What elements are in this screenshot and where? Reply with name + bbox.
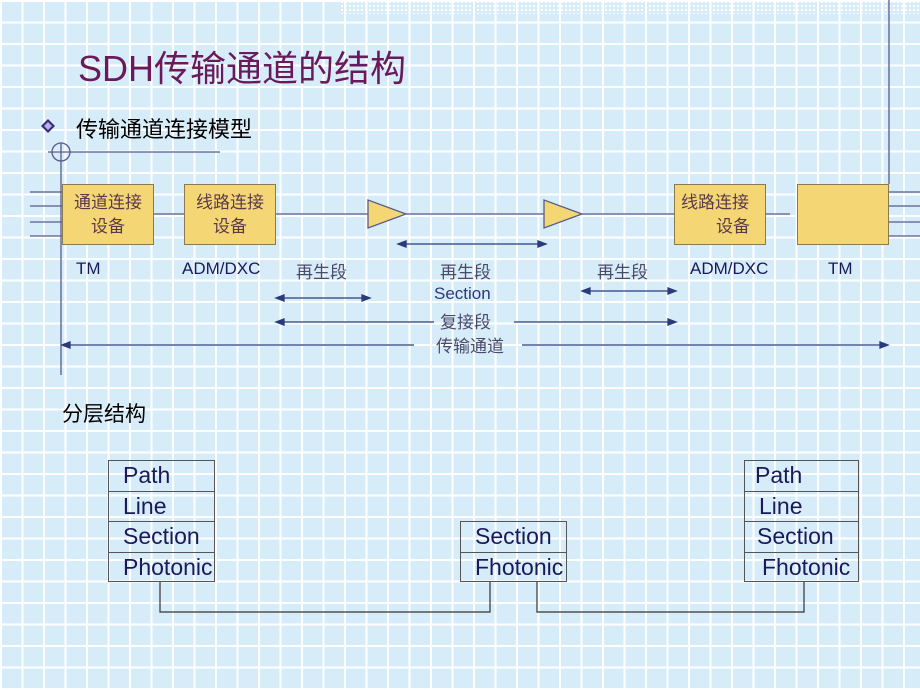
layer-path: Path xyxy=(745,461,858,492)
regen-section-label-left: 再生段 xyxy=(296,263,347,283)
corner-dot-pattern xyxy=(340,0,920,14)
device-label-adm: ADM/DXC xyxy=(182,259,261,278)
section-label: Section xyxy=(434,284,491,303)
layer-section: Section xyxy=(745,522,858,553)
device-line1: 通道连接 xyxy=(74,193,142,213)
device-line1: 线路连接 xyxy=(681,193,749,213)
transmission-path-label: 传输通道 xyxy=(436,337,504,357)
layer-photonic: Photonic xyxy=(123,553,213,580)
device-line2: 设备 xyxy=(213,217,247,237)
layer-stack-left: Path Line Section Photonic xyxy=(108,460,215,582)
device-label-tm: TM xyxy=(76,259,101,278)
layer-structure-heading: 分层结构 xyxy=(62,403,146,426)
device-label-adm-right: ADM/DXC xyxy=(690,259,769,278)
tm-device-box-right xyxy=(797,184,889,245)
layer-section: Section xyxy=(109,522,214,553)
layer-stack-right: Path Line Section Fhotonic xyxy=(744,460,859,582)
layer-path: Path xyxy=(109,461,214,492)
regen-section-label-mid: 再生段 xyxy=(440,263,491,283)
device-line2: 设备 xyxy=(91,217,125,237)
amplifier-2-icon xyxy=(543,199,584,229)
layer-line: Line xyxy=(745,492,858,522)
device-label-tm-right: TM xyxy=(828,259,853,278)
device-line1: 线路连接 xyxy=(196,193,264,213)
multiplex-section-label: 复接段 xyxy=(440,313,491,333)
adm-line-device-box-right: 线路连接 设备 xyxy=(674,184,766,245)
diamond-bullet-icon xyxy=(41,119,55,133)
section-subtitle: 传输通道连接模型 xyxy=(76,117,253,142)
layer-photonic: Fhotonic xyxy=(762,553,851,580)
page-title: SDH传输通道的结构 xyxy=(78,48,407,89)
device-line2: 设备 xyxy=(716,217,750,237)
adm-line-device-box: 线路连接 设备 xyxy=(184,184,276,245)
layer-photonic: Fhotonic xyxy=(475,553,564,580)
layer-line: Line xyxy=(109,492,214,522)
layer-stack-middle: Section Fhotonic xyxy=(460,521,567,582)
layer-section: Section xyxy=(461,522,566,553)
tm-path-device-box: 通道连接 设备 xyxy=(62,184,154,245)
regen-section-label-right: 再生段 xyxy=(597,263,648,283)
amplifier-1-icon xyxy=(367,199,408,229)
